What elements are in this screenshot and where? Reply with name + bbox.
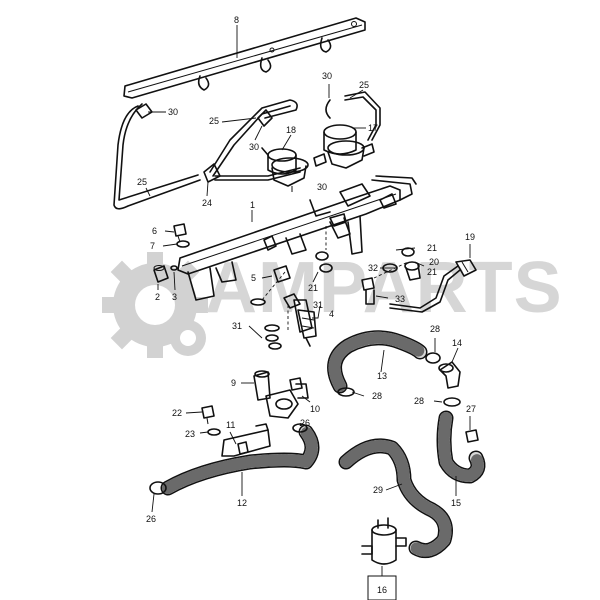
callout-11: 11 [226, 420, 235, 430]
callout-25: 25 [359, 80, 369, 90]
part-29-hose [338, 438, 453, 559]
part-4-injector [283, 293, 317, 347]
callout-16: 16 [377, 585, 387, 595]
callout-22: 22 [172, 408, 182, 418]
part-31-seals [250, 298, 282, 350]
callout-6: 6 [152, 226, 157, 236]
assembly-line-clip [261, 271, 286, 301]
part-8-cover-bar [123, 17, 366, 99]
callout-31: 31 [313, 300, 323, 310]
callout-25: 25 [137, 177, 147, 187]
callout-23: 23 [185, 429, 195, 439]
callout-30: 30 [249, 142, 259, 152]
part-5-clip [273, 265, 291, 283]
part-28-clamps [149, 352, 461, 495]
part-17-pressure-regulator [313, 124, 375, 169]
callout-1: 1 [250, 200, 255, 210]
part-2-bushing [153, 265, 169, 283]
callout-28: 28 [430, 324, 440, 334]
callout-14: 14 [452, 338, 462, 348]
part-3-nut [170, 265, 178, 271]
part-23-washer [207, 428, 221, 436]
callout-30: 30 [322, 71, 332, 81]
part-10-bracket [295, 383, 309, 399]
assembly-line-33 [373, 261, 409, 279]
part-22-screw [201, 405, 215, 425]
callout-26: 26 [146, 514, 156, 524]
callout-labels: 8 30 25 30 25 18 17 30 30 25 24 1 6 7 2 … [137, 15, 476, 595]
part-27-clamp [465, 429, 479, 443]
part-6-screw [173, 223, 187, 243]
part-33-banjo-bolt [361, 277, 375, 305]
callout-21: 21 [427, 243, 437, 253]
callout-18: 18 [286, 125, 296, 135]
watermark: AMPARTS [102, 248, 563, 358]
callout-3: 3 [172, 292, 177, 302]
callout-21: 21 [308, 283, 318, 293]
part-13-hose [327, 330, 428, 394]
callout-31: 31 [232, 321, 242, 331]
callout-21: 21 [427, 267, 437, 277]
callout-33: 33 [395, 294, 405, 304]
callout-25: 25 [209, 116, 219, 126]
callout-28: 28 [414, 396, 424, 406]
callout-32: 32 [368, 263, 378, 273]
callout-13: 13 [377, 371, 387, 381]
part-7-washer [176, 240, 190, 248]
callout-7: 7 [150, 241, 155, 251]
callout-27: 27 [466, 404, 476, 414]
callout-30: 30 [317, 182, 327, 192]
callout-9: 9 [231, 378, 236, 388]
part-12-hose [160, 424, 320, 496]
callout-10: 10 [310, 404, 320, 414]
callout-4: 4 [329, 309, 334, 319]
callout-19: 19 [465, 232, 475, 242]
callout-2: 2 [155, 292, 160, 302]
part-21-washers [315, 247, 415, 273]
callout-12: 12 [237, 498, 247, 508]
watermark-gear-icon [102, 252, 208, 358]
callout-28: 28 [372, 391, 382, 401]
part-9-valve [253, 370, 303, 419]
callout-26: 26 [300, 418, 310, 428]
callout-24: 24 [202, 198, 212, 208]
callout-29: 29 [373, 485, 383, 495]
part-18-pressure-regulator [261, 147, 309, 192]
part-11-bracket [221, 423, 271, 457]
callout-15: 15 [451, 498, 461, 508]
watermark-text: AMPARTS [205, 248, 563, 328]
part-16-component [361, 517, 407, 565]
callout-20: 20 [429, 257, 439, 267]
part-19-fuel-line [389, 259, 477, 313]
part-15-hose [436, 410, 486, 484]
leader-lines [145, 25, 471, 576]
part-14-elbow [438, 361, 461, 389]
callout-30: 30 [168, 107, 178, 117]
part-1-fuel-rail [177, 175, 417, 301]
part-20-banjo [404, 261, 421, 281]
callout-8: 8 [234, 15, 239, 25]
callout-5: 5 [251, 273, 256, 283]
callout-17: 17 [368, 123, 378, 133]
